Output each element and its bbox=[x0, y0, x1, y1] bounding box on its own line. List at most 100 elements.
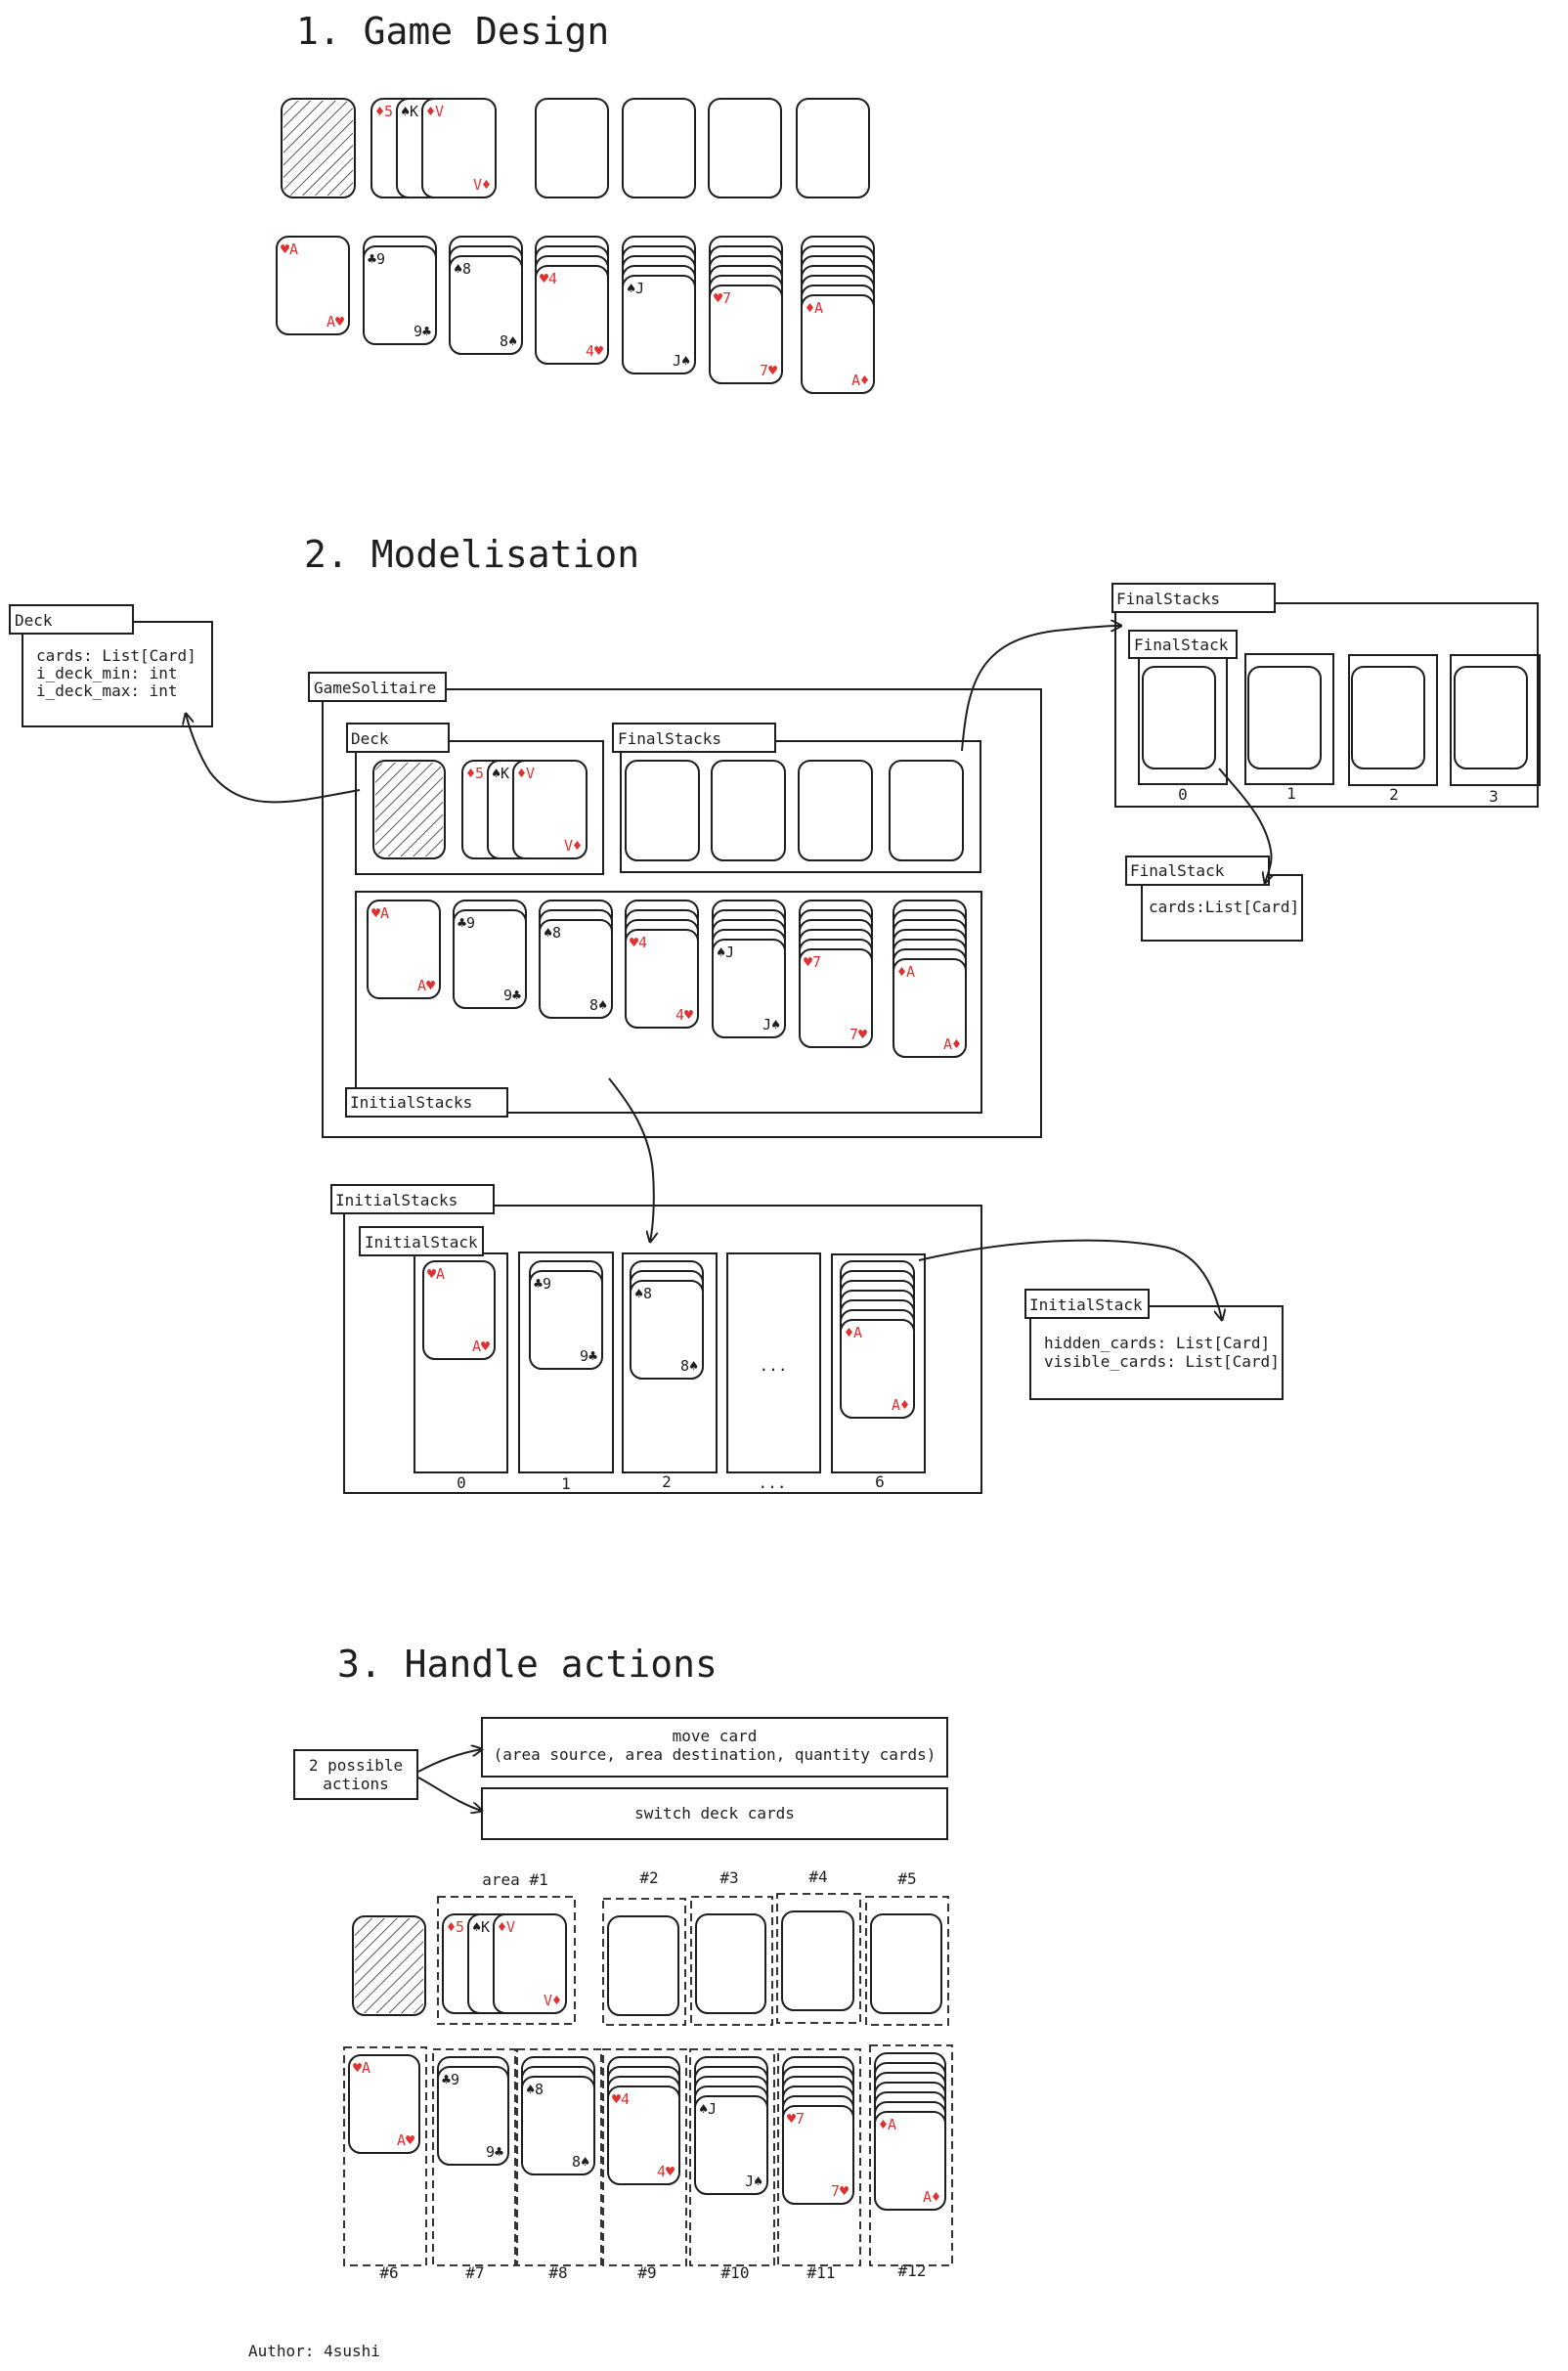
finalstack-inner-title-box bbox=[1128, 630, 1238, 659]
model-foundation-slot-0-outline bbox=[625, 760, 700, 861]
arrow-initialstacks-to-detail bbox=[608, 1077, 654, 1242]
card-corner-label: ♥4 bbox=[630, 934, 647, 951]
area-2-outline bbox=[602, 1898, 686, 2026]
card-corner-label: ♠J bbox=[627, 280, 644, 297]
card-bottom-label: 8♠ bbox=[572, 2153, 589, 2171]
foundation-slot-1-outline bbox=[622, 98, 696, 198]
area-5-card bbox=[870, 1913, 942, 2014]
model-waste-card: ♦VV♦ bbox=[512, 760, 588, 859]
initialstack-inner-title: InitialStack bbox=[365, 1233, 478, 1251]
model-tableau-stack-4-visible-card: ♠J J♠ bbox=[712, 939, 786, 1038]
area-label-5: #5 bbox=[897, 1869, 916, 1888]
card-bottom-label: 7♥ bbox=[760, 362, 777, 379]
area-5-outline bbox=[865, 1896, 949, 2026]
model-tableau-stack-0-visible-card: ♥AA♥ bbox=[367, 900, 441, 999]
model-stock-card bbox=[372, 760, 446, 859]
area-2-card-outline bbox=[607, 1915, 679, 2016]
initialstack-class-title: InitialStack bbox=[1029, 1295, 1143, 1314]
initialstack-class-field-2: visible_cards: List[Card] bbox=[1044, 1352, 1280, 1371]
area-6-stack-visible-card-outline bbox=[348, 2054, 420, 2154]
card-back-pattern bbox=[283, 101, 353, 196]
area-9-stack-visible-card: ♥44♥ bbox=[607, 2086, 680, 2185]
model-tableau-stack-2-visible-card: ♠8 8♠ bbox=[539, 919, 613, 1019]
deck-class-field-2: i_deck_min: int bbox=[36, 664, 178, 682]
card-corner-label: ♥A bbox=[427, 1265, 445, 1283]
area-6-stack-visible-card: ♥AA♥ bbox=[348, 2054, 420, 2154]
card-bottom-label: A♦ bbox=[892, 1396, 909, 1414]
tableau-stack-0-visible-card-outline bbox=[276, 236, 350, 335]
section-title-model: 2. Modelisation bbox=[304, 533, 639, 576]
area-12-stack-visible-card: ♦AA♦ bbox=[874, 2111, 946, 2211]
foundation-slot-2-outline bbox=[708, 98, 782, 198]
card-bottom-label: J♠ bbox=[762, 1016, 780, 1033]
move-card-line-1: move card bbox=[673, 1727, 758, 1745]
card-bottom-label: 9♣ bbox=[486, 2143, 503, 2161]
area-4-card bbox=[781, 1910, 854, 2011]
foundation-slot-0 bbox=[535, 98, 609, 198]
initialstack-slot-6 bbox=[831, 1253, 926, 1473]
arrow-finalstacks-to-detail bbox=[961, 626, 1121, 752]
game-finalstacks-title-box bbox=[612, 723, 776, 753]
area-4-card-outline bbox=[781, 1910, 854, 2011]
actions-stock-card bbox=[352, 1915, 426, 2016]
detail-stack-0-visible-card: ♥AA♥ bbox=[422, 1260, 496, 1360]
arrow-to-move-card bbox=[417, 1749, 482, 1773]
card-bottom-label: 9♣ bbox=[414, 323, 431, 340]
finalstacks-detail-card-1 bbox=[1247, 666, 1322, 769]
area-label-2: #2 bbox=[639, 1868, 658, 1887]
finalstack-slot-1 bbox=[1244, 653, 1334, 785]
diagram-layer: ♦5♠K♦VV♦♥AA♥♣99♣♠88♠♥44♥♠JJ♠♥77♥♦AA♦♦5♠K… bbox=[276, 98, 1528, 2266]
tableau-stack-4-visible-card-outline bbox=[622, 275, 696, 374]
card-corner-label: ♠J bbox=[717, 944, 734, 961]
tableau-stack-1-visible-card: ♣99♣ bbox=[363, 245, 437, 345]
card-bottom-label: 7♥ bbox=[831, 2182, 849, 2200]
possible-actions-line-1: 2 possible bbox=[309, 1756, 403, 1775]
card-bottom-label: 8♠ bbox=[589, 996, 607, 1014]
finalstacks-detail-card-3 bbox=[1454, 666, 1528, 769]
tableau-stack-5-visible-card-outline bbox=[709, 285, 783, 384]
foundation-slot-0-outline bbox=[535, 98, 609, 198]
area-10-stack-visible-card-outline bbox=[694, 2095, 768, 2195]
card-corner-label: ♦A bbox=[845, 1324, 862, 1341]
card-corner-label: ♦5 bbox=[447, 1918, 464, 1936]
foundation-slot-3-outline bbox=[796, 98, 870, 198]
card-corner-label: ♥7 bbox=[714, 289, 731, 307]
area-7-outline bbox=[432, 2048, 516, 2266]
card-corner-label: ♠8 bbox=[544, 924, 561, 942]
tableau-stack-2-visible-card-outline bbox=[449, 255, 523, 355]
area-9-outline bbox=[602, 2048, 687, 2266]
card-bottom-label: V♦ bbox=[564, 837, 582, 855]
card-corner-label: ♦V bbox=[498, 1918, 515, 1936]
finalstacks-detail-card-1-outline bbox=[1247, 666, 1322, 769]
finalstack-class-title-box bbox=[1125, 856, 1270, 886]
area-label-10: #10 bbox=[721, 2263, 750, 2282]
finalstacks-detail-card-2-outline bbox=[1351, 666, 1425, 769]
stock-card bbox=[281, 98, 356, 198]
area-label-9: #9 bbox=[637, 2263, 656, 2282]
game-finalstacks-title: FinalStacks bbox=[618, 729, 721, 748]
area-1-outline bbox=[437, 1896, 576, 2025]
card-bottom-label: 8♠ bbox=[680, 1357, 698, 1375]
card-corner-label: ♥A bbox=[281, 241, 298, 258]
model-tableau-stack-2-visible-card-outline bbox=[539, 919, 613, 1019]
card-bottom-label: 4♥ bbox=[586, 342, 603, 360]
switch-deck-label: switch deck cards bbox=[634, 1804, 795, 1822]
tableau-stack-5-visible-card: ♥7 7♥ bbox=[709, 285, 783, 384]
detail-stack-1-visible-card: ♣99♣ bbox=[529, 1270, 603, 1370]
game-deck-box bbox=[355, 740, 604, 875]
deck-class-field-3: i_deck_max: int bbox=[36, 681, 178, 700]
model-foundation-slot-1-outline bbox=[711, 760, 786, 861]
card-bottom-label: V♦ bbox=[473, 176, 491, 194]
card-corner-label: ♠8 bbox=[454, 260, 471, 278]
card-bottom-label: A♦ bbox=[943, 1035, 961, 1053]
card-corner-label: ♥7 bbox=[787, 2110, 805, 2128]
card-bottom-label: A♥ bbox=[327, 313, 344, 330]
model-waste-card-outline bbox=[512, 760, 588, 859]
area-10-outline bbox=[689, 2048, 775, 2266]
area-11-stack-visible-card: ♥7 7♥ bbox=[782, 2105, 854, 2205]
detail-stack-2-visible-card-outline bbox=[630, 1280, 704, 1380]
model-tableau-stack-1-visible-card: ♣99♣ bbox=[453, 909, 527, 1009]
model-foundation-slot-3 bbox=[889, 760, 964, 861]
section-title-design: 1. Game Design bbox=[296, 10, 609, 53]
foundation-slot-3 bbox=[796, 98, 870, 198]
